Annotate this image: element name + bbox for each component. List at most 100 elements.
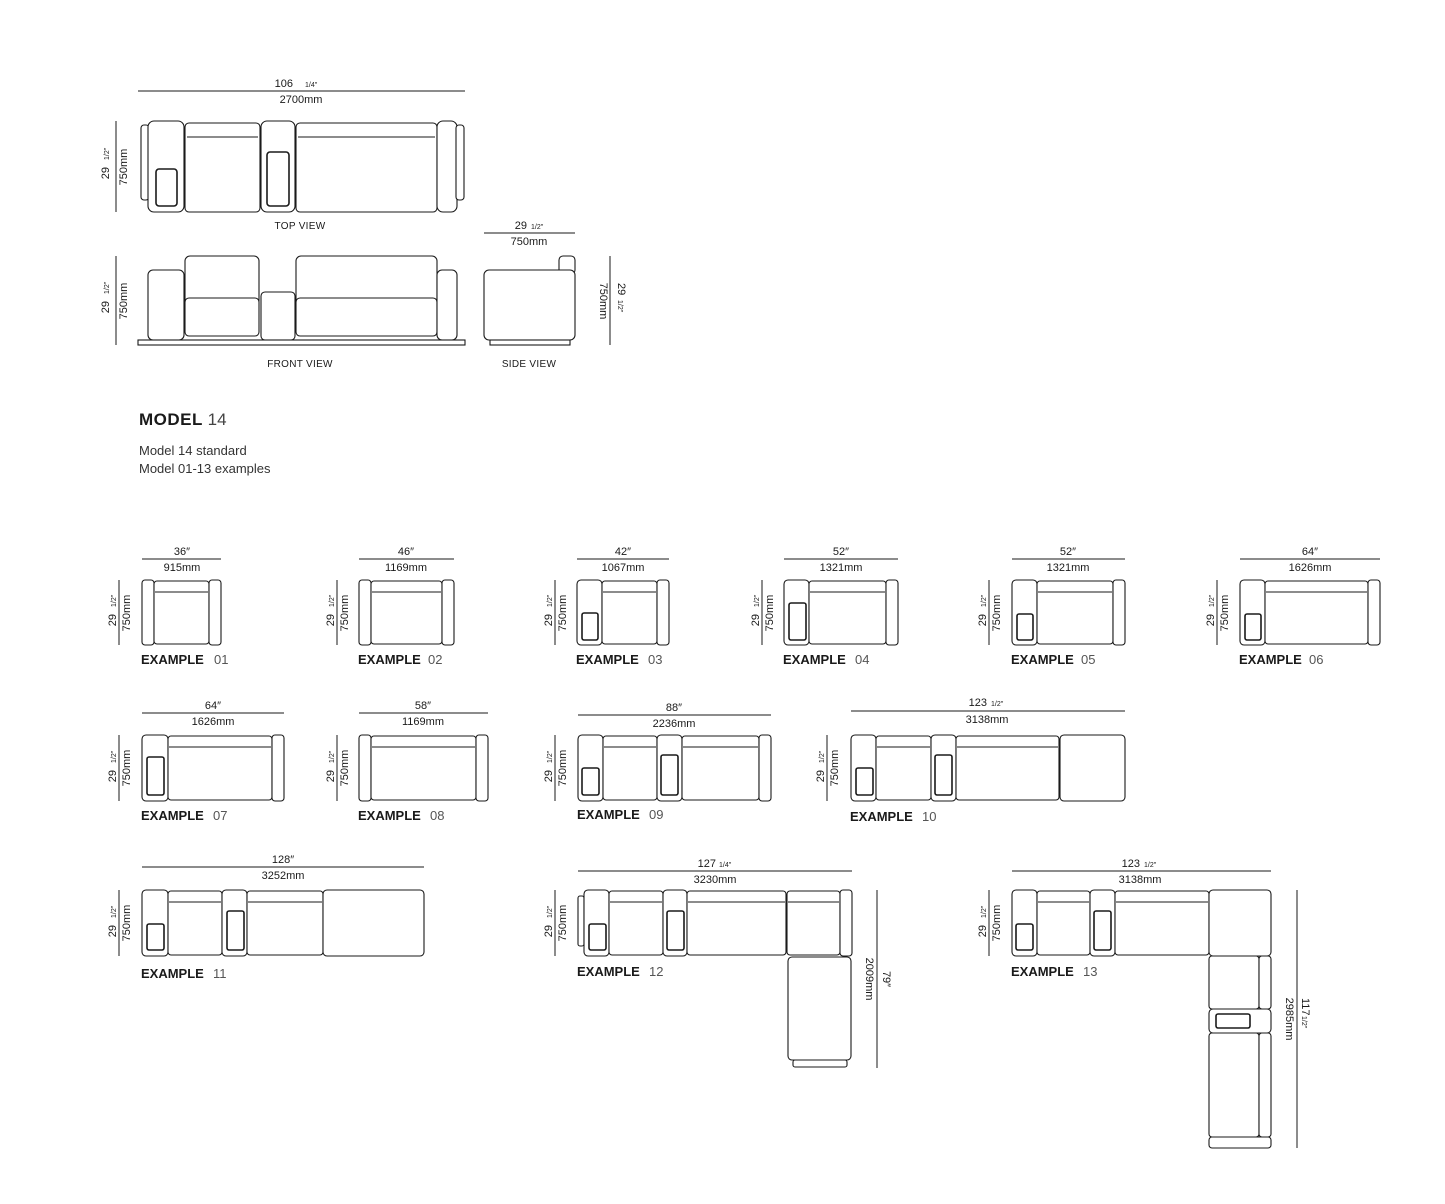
ex06-height-in: 29 — [1205, 614, 1217, 626]
top-depth-mm: 750mm — [118, 149, 130, 186]
side-width-mm: 750mm — [511, 236, 548, 248]
ex09-height-mm: 750mm — [557, 750, 569, 787]
ex10-label: EXAMPLE — [850, 809, 913, 824]
side-view: 29 1/2″ 750mm 29 1/2″ 750mm SIDE VIEW — [483, 220, 627, 370]
ex05-height-mm: 750mm — [991, 595, 1003, 632]
front-depth-mm: 750mm — [118, 283, 130, 320]
top-right-end-cap — [455, 124, 465, 201]
top-right-arm — [436, 120, 458, 213]
side-body — [483, 269, 576, 341]
ex07-width-mm: 1626mm — [192, 716, 235, 728]
side-depth-in: 29 — [615, 283, 627, 295]
ex12-depth-mm: 2009mm — [863, 958, 875, 1001]
front-view: 29 1/2″ 750mm FRONT VIEW — [100, 255, 466, 370]
ex01-width-in: 36″ — [174, 546, 190, 558]
ex11-height-frac: 1/2″ — [111, 905, 118, 918]
ex06-height-mm: 750mm — [1219, 595, 1231, 632]
front-right-arm — [436, 269, 458, 341]
ex10-width-mm: 3138mm — [966, 714, 1009, 726]
ex05-height-in: 29 — [977, 614, 989, 626]
example-13: 123 1/2″ 3138mm 29 1/2″ 750mm 117 1/2″ 2… — [977, 858, 1311, 1149]
ex12-width-mm: 3230mm — [694, 874, 737, 886]
front-depth-frac: 1/2″ — [104, 281, 111, 294]
ex13-width-in: 123 — [1122, 858, 1140, 870]
ex12-depth-in: 79″ — [880, 971, 892, 987]
example-09: 88″ 2236mm 29 1/2″ 750mm EXAMPLE 09 — [543, 702, 772, 822]
example-11: 128″ 3252mm 29 1/2″ 750mm EXAMPLE 11 — [107, 854, 425, 981]
ex04-height-in: 29 — [750, 614, 762, 626]
ex11-width-mm: 3252mm — [262, 870, 305, 882]
ex10-height-in: 29 — [815, 770, 827, 782]
ex06-label: EXAMPLE — [1239, 652, 1302, 667]
side-depth-mm: 750mm — [597, 283, 609, 320]
ex02-height-mm: 750mm — [339, 595, 351, 632]
front-middle-arm — [260, 291, 296, 341]
example-10: 123 1/2″ 3138mm 29 1/2″ 750mm EXAMPLE 10 — [815, 697, 1126, 824]
ex13-height-mm: 750mm — [991, 905, 1003, 942]
top-view: 106 1/4″ 2700mm 29 1/2″ 750mm TOP VIEW — [100, 78, 465, 232]
ex12-width-frac: 1/4″ — [719, 862, 732, 869]
ex13-width-mm: 3138mm — [1119, 874, 1162, 886]
ex12-height-in: 29 — [543, 925, 555, 937]
side-width-in: 29 — [515, 220, 527, 232]
ex09-height-in: 29 — [543, 770, 555, 782]
ex06-width-mm: 1626mm — [1289, 562, 1332, 574]
ex04-height-mm: 750mm — [764, 595, 776, 632]
model-number: 14 — [207, 410, 227, 429]
ex12-height-frac: 1/2″ — [547, 905, 554, 918]
ex01-height-mm: 750mm — [121, 595, 133, 632]
ex10-height-frac: 1/2″ — [819, 750, 826, 763]
ex02-label: EXAMPLE — [358, 652, 421, 667]
ex02-width-mm: 1169mm — [385, 562, 427, 574]
ex13-height-frac: 1/2″ — [981, 905, 988, 918]
front-depth-in: 29 — [100, 301, 112, 313]
ex03-width-mm: 1067mm — [602, 562, 645, 574]
ex10-width-in: 123 — [969, 697, 987, 709]
model-description-line-1: Model 14 standard — [139, 443, 247, 458]
ex03-height-mm: 750mm — [557, 595, 569, 632]
model-title: MODEL 14 — [139, 410, 227, 430]
ex07-width-in: 64″ — [205, 700, 221, 712]
side-view-label: SIDE VIEW — [502, 359, 557, 370]
ex08-height-mm: 750mm — [339, 750, 351, 787]
ex06-width-in: 64″ — [1302, 546, 1318, 558]
ex04-height-frac: 1/2″ — [754, 594, 761, 607]
ex09-width-mm: 2236mm — [653, 718, 696, 730]
ex04-width-mm: 1321mm — [820, 562, 863, 574]
ex01-height-frac: 1/2″ — [111, 594, 118, 607]
ex13-width-frac: 1/2″ — [1144, 862, 1157, 869]
ex02-number: 02 — [428, 652, 442, 667]
ex08-number: 08 — [430, 808, 444, 823]
top-depth-in: 29 — [100, 167, 112, 179]
top-width-in: 106 — [275, 78, 293, 90]
ex01-height-in: 29 — [107, 614, 119, 626]
example-07: 64″ 1626mm 29 1/2″ 750mm EXAMPLE 07 — [107, 700, 285, 823]
ex12-number: 12 — [649, 964, 663, 979]
ex09-width-in: 88″ — [666, 702, 682, 714]
ex13-label: EXAMPLE — [1011, 964, 1074, 979]
ex05-height-frac: 1/2″ — [981, 594, 988, 607]
front-view-label: FRONT VIEW — [267, 359, 333, 370]
ex05-width-in: 52″ — [1060, 546, 1076, 558]
ex07-label: EXAMPLE — [141, 808, 204, 823]
example-05: 52″ 1321mm 29 1/2″ 750mm EXAMPLE 05 — [977, 546, 1126, 667]
front-base — [137, 339, 466, 346]
ex01-width-mm: 915mm — [164, 562, 201, 574]
ex07-height-mm: 750mm — [121, 750, 133, 787]
ex03-number: 03 — [648, 652, 662, 667]
ex07-number: 07 — [213, 808, 227, 823]
ex10-width-frac: 1/2″ — [991, 701, 1004, 708]
ex08-width-mm: 1169mm — [402, 716, 444, 728]
top-seat-2 — [295, 122, 438, 213]
ex08-height-in: 29 — [325, 770, 337, 782]
ex08-width-in: 58″ — [415, 700, 431, 712]
ex04-width-in: 52″ — [833, 546, 849, 558]
example-02: 46″ 1169mm 29 1/2″ 750mm EXAMPLE 02 — [325, 546, 455, 667]
example-08: 58″ 1169mm 29 1/2″ 750mm EXAMPLE 08 — [325, 700, 489, 823]
top-view-label: TOP VIEW — [275, 221, 326, 232]
top-middle-tray — [266, 151, 290, 207]
front-left-arm — [147, 269, 185, 341]
ex04-number: 04 — [855, 652, 869, 667]
top-width-mm: 2700mm — [280, 94, 323, 106]
top-seat-1 — [184, 122, 261, 213]
